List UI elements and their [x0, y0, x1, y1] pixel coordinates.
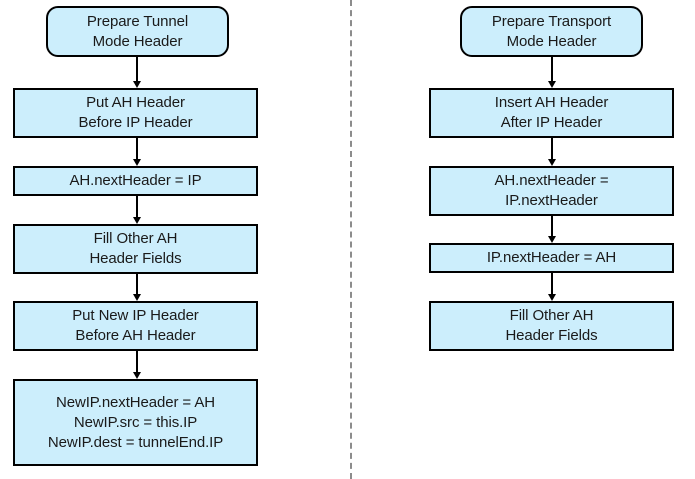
flowchart-node-tunnel-step-3: Fill Other AH Header Fields: [13, 224, 258, 274]
arrow-head-icon: [133, 294, 141, 301]
arrow-head-icon: [133, 159, 141, 166]
arrow-stem: [136, 351, 138, 373]
column-divider: [350, 0, 352, 479]
arrow-head-icon: [133, 217, 141, 224]
arrow-stem: [136, 196, 138, 218]
arrow-stem: [551, 216, 553, 237]
arrow-stem: [136, 57, 138, 82]
arrow-head-icon: [548, 236, 556, 243]
flowchart-node-transport-step-2: AH.nextHeader = IP.nextHeader: [429, 166, 674, 216]
arrow-head-icon: [133, 81, 141, 88]
flowchart-node-transport-start: Prepare Transport Mode Header: [460, 6, 643, 57]
arrow-head-icon: [133, 372, 141, 379]
arrow-stem: [136, 274, 138, 295]
arrow-stem: [551, 273, 553, 295]
flowchart-node-tunnel-step-2: AH.nextHeader = IP: [13, 166, 258, 196]
arrow-stem: [551, 57, 553, 82]
arrow-stem: [551, 138, 553, 160]
arrow-head-icon: [548, 159, 556, 166]
flowchart-node-tunnel-step-5: NewIP.nextHeader = AH NewIP.src = this.I…: [13, 379, 258, 466]
flowchart-node-tunnel-step-1: Put AH Header Before IP Header: [13, 88, 258, 138]
arrow-head-icon: [548, 81, 556, 88]
flowchart-node-transport-step-1: Insert AH Header After IP Header: [429, 88, 674, 138]
flowchart-node-transport-step-3: IP.nextHeader = AH: [429, 243, 674, 273]
arrow-head-icon: [548, 294, 556, 301]
flowchart-node-tunnel-step-4: Put New IP Header Before AH Header: [13, 301, 258, 351]
flowchart-node-tunnel-start: Prepare Tunnel Mode Header: [46, 6, 229, 57]
arrow-stem: [136, 138, 138, 160]
flowchart-node-transport-step-4: Fill Other AH Header Fields: [429, 301, 674, 351]
